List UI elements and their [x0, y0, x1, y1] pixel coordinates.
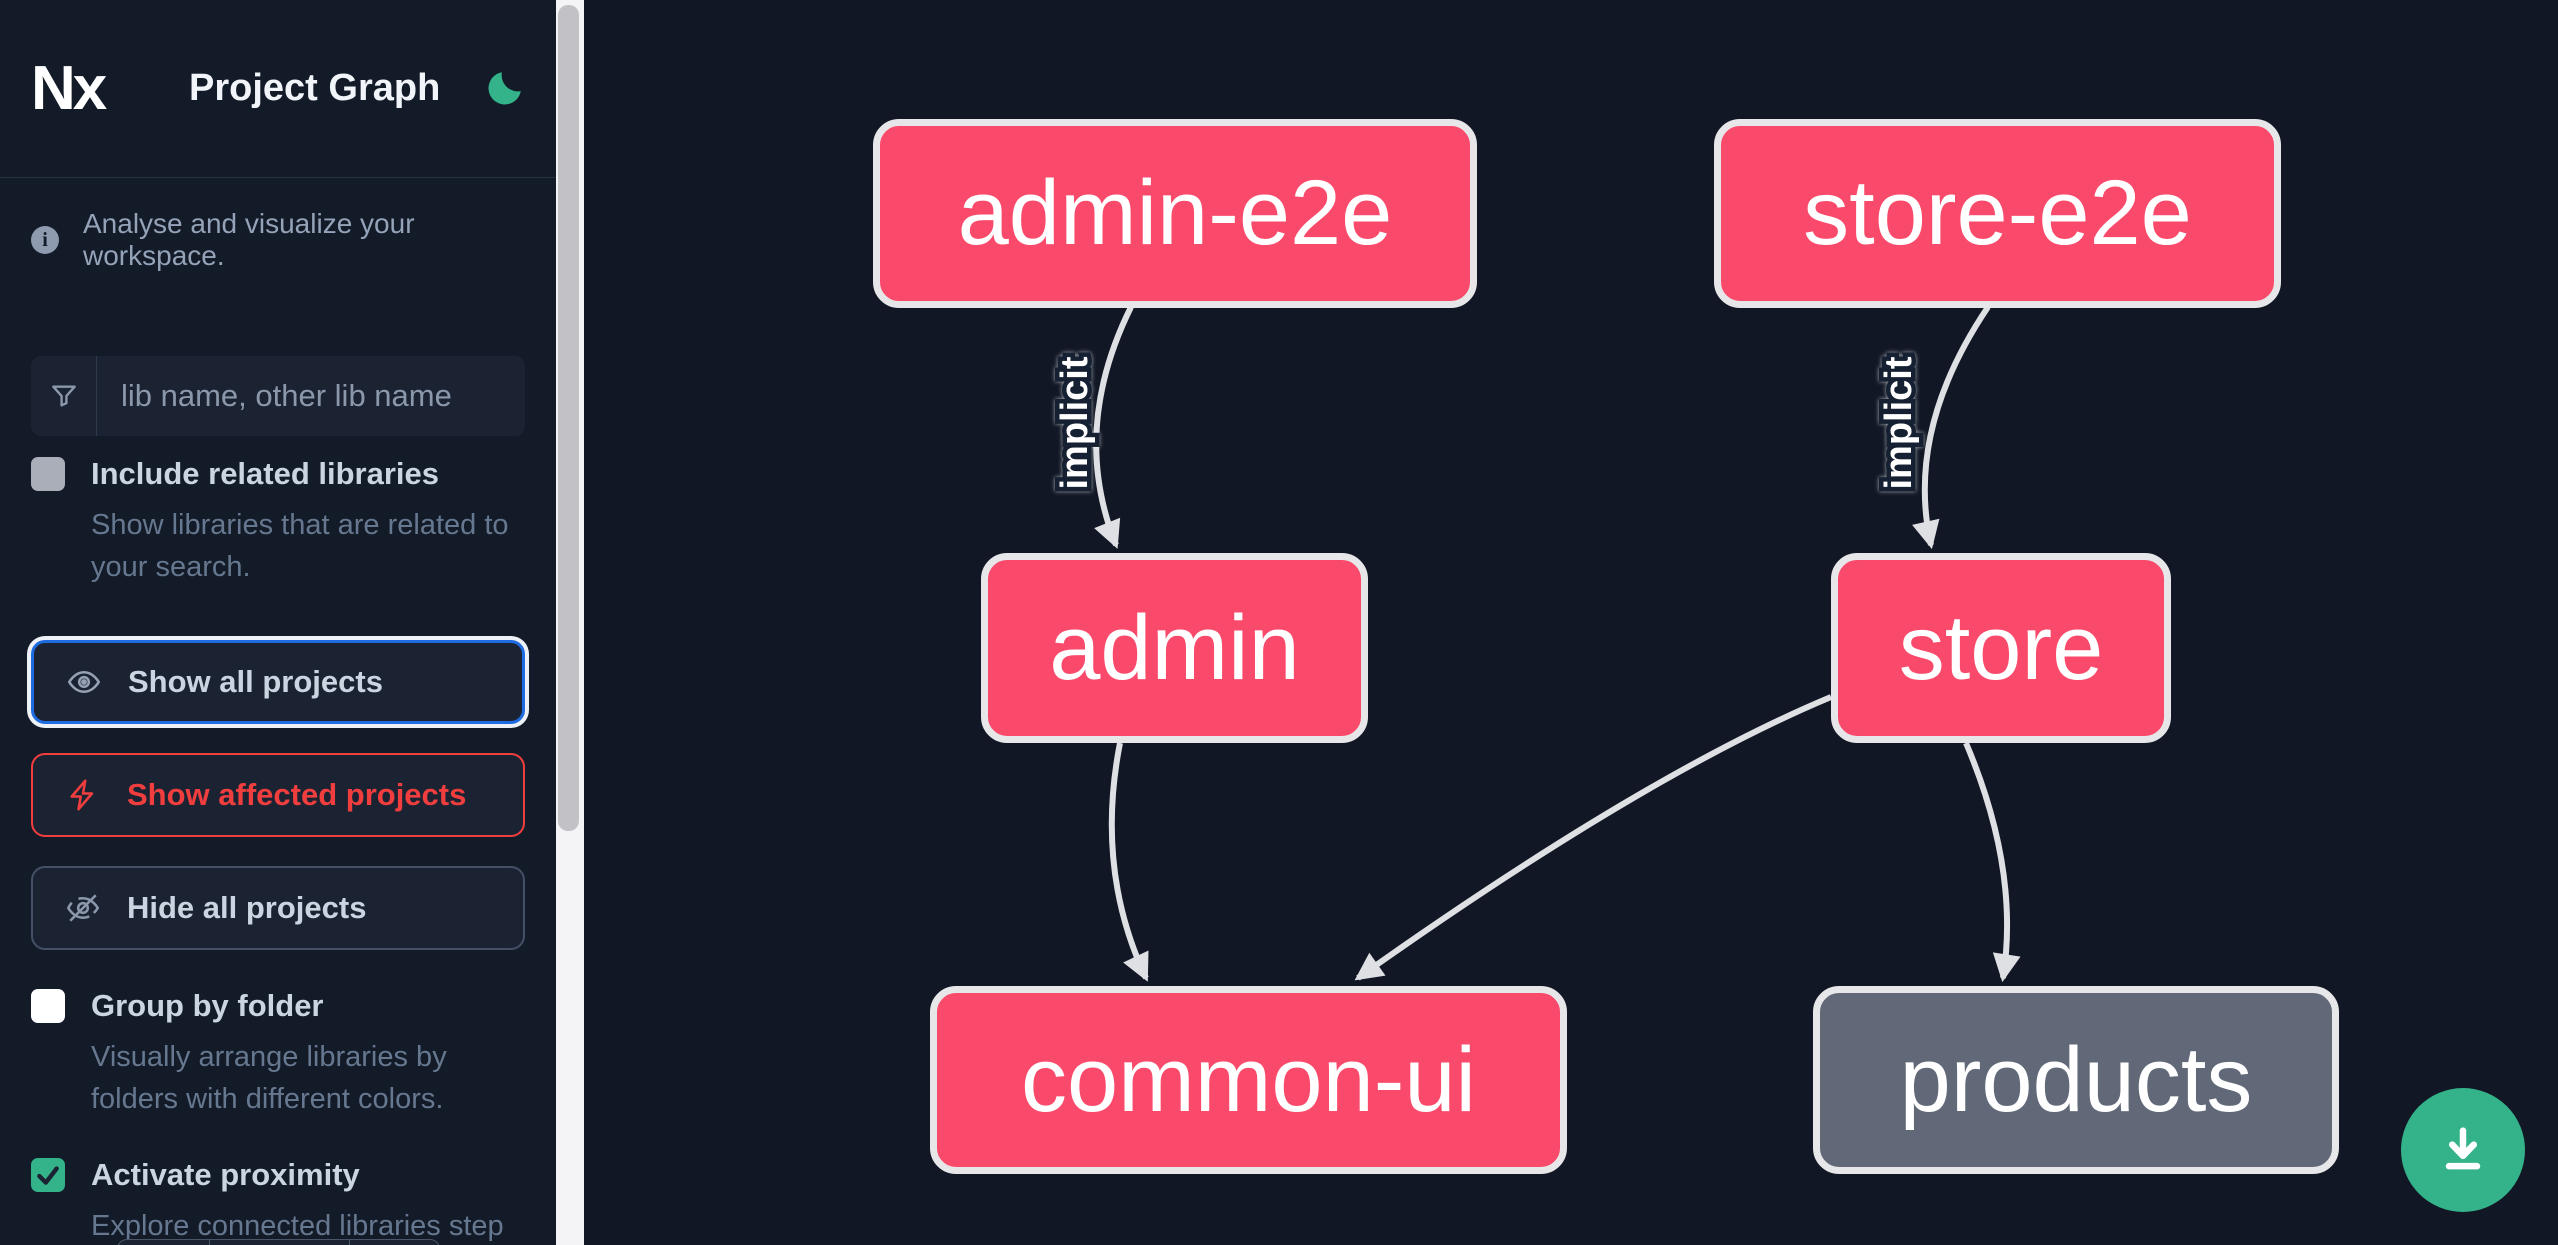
show-all-projects-button[interactable]: Show all projects — [31, 640, 525, 725]
node-store-e2e[interactable]: store-e2e — [1714, 119, 2281, 308]
node-label: common-ui — [1020, 1028, 1476, 1131]
hide-all-projects-button[interactable]: Hide all projects — [31, 866, 525, 951]
search-box — [31, 356, 525, 436]
edge-store-e2e-to-store — [1912, 305, 1991, 550]
group-by-folder-description: Visually arrange libraries by folders wi… — [91, 1041, 447, 1116]
stepper-value — [210, 1240, 350, 1245]
node-label: store — [1898, 596, 2104, 699]
graph-edges: implicit implicit — [1050, 305, 2021, 983]
activate-proximity-description: Explore connected libraries step by step… — [91, 1210, 504, 1243]
eye-off-icon — [66, 894, 100, 922]
info-icon: i — [31, 226, 59, 254]
include-related-checkbox[interactable] — [31, 457, 65, 491]
edge-store-to-products — [1963, 741, 2021, 983]
show-affected-projects-button[interactable]: Show affected projects — [31, 753, 525, 838]
tagline-text: Analyse and visualize your workspace. — [83, 208, 415, 271]
node-label: store-e2e — [1803, 162, 2192, 264]
edge-admin-e2e-to-admin — [1093, 305, 1134, 549]
node-common-ui[interactable]: common-ui — [930, 986, 1567, 1174]
sidebar-header: Nx Project Graph — [0, 0, 556, 178]
eye-icon — [67, 671, 101, 694]
activate-proximity-label: Activate proximity — [91, 1157, 360, 1193]
group-by-folder-checkbox[interactable] — [31, 989, 65, 1024]
sidebar-scrollbar[interactable] — [556, 0, 584, 1245]
node-store[interactable]: store — [1831, 553, 2171, 743]
search-input[interactable] — [97, 356, 525, 436]
node-products[interactable]: products — [1813, 986, 2339, 1174]
activate-proximity-checkbox[interactable] — [31, 1158, 65, 1193]
scrollbar-thumb[interactable] — [558, 5, 579, 831]
stepper-increment[interactable] — [350, 1240, 439, 1245]
node-admin-e2e[interactable]: admin-e2e — [873, 119, 1477, 308]
dark-mode-moon-icon[interactable] — [483, 68, 525, 110]
filter-funnel-icon — [31, 356, 97, 436]
node-label: admin-e2e — [957, 162, 1393, 264]
project-graph-canvas[interactable]: implicit implicit admin-e2e store-e2e ad… — [584, 0, 2558, 1245]
download-icon — [2445, 1127, 2481, 1170]
edge-label-implicit: implicit — [1054, 356, 1096, 489]
edge-admin-to-common-ui — [1108, 742, 1149, 982]
tagline-row: i Analyse and visualize your workspace. — [31, 208, 525, 272]
hide-all-projects-label: Hide all projects — [127, 890, 367, 926]
activate-proximity-block: Activate proximity Explore connected lib… — [31, 1157, 525, 1245]
sidebar: Nx Project Graph i Analyse and visualize… — [0, 0, 556, 1245]
page-title: Project Graph — [189, 67, 441, 109]
nx-logo: Nx — [31, 54, 107, 123]
group-by-folder-block: Group by folder Visually arrange librari… — [31, 988, 525, 1120]
show-affected-projects-label: Show affected projects — [127, 777, 467, 813]
include-related-block: Include related libraries Show libraries… — [31, 456, 525, 588]
show-all-projects-label: Show all projects — [128, 664, 383, 700]
checkmark-icon — [37, 1166, 59, 1185]
edge-store-to-common-ui — [1354, 694, 1833, 981]
lightning-icon — [70, 779, 94, 811]
download-image-button[interactable] — [2401, 1088, 2525, 1212]
proximity-stepper[interactable] — [117, 1239, 440, 1245]
stepper-decrement[interactable] — [118, 1240, 211, 1245]
node-label: admin — [1049, 596, 1300, 699]
group-by-folder-label: Group by folder — [91, 988, 324, 1024]
edge-label-implicit: implicit — [1878, 356, 1920, 489]
include-related-description: Show libraries that are related to your … — [91, 509, 509, 584]
node-admin[interactable]: admin — [981, 553, 1368, 743]
include-related-label: Include related libraries — [91, 456, 440, 491]
node-label: products — [1899, 1028, 2253, 1131]
